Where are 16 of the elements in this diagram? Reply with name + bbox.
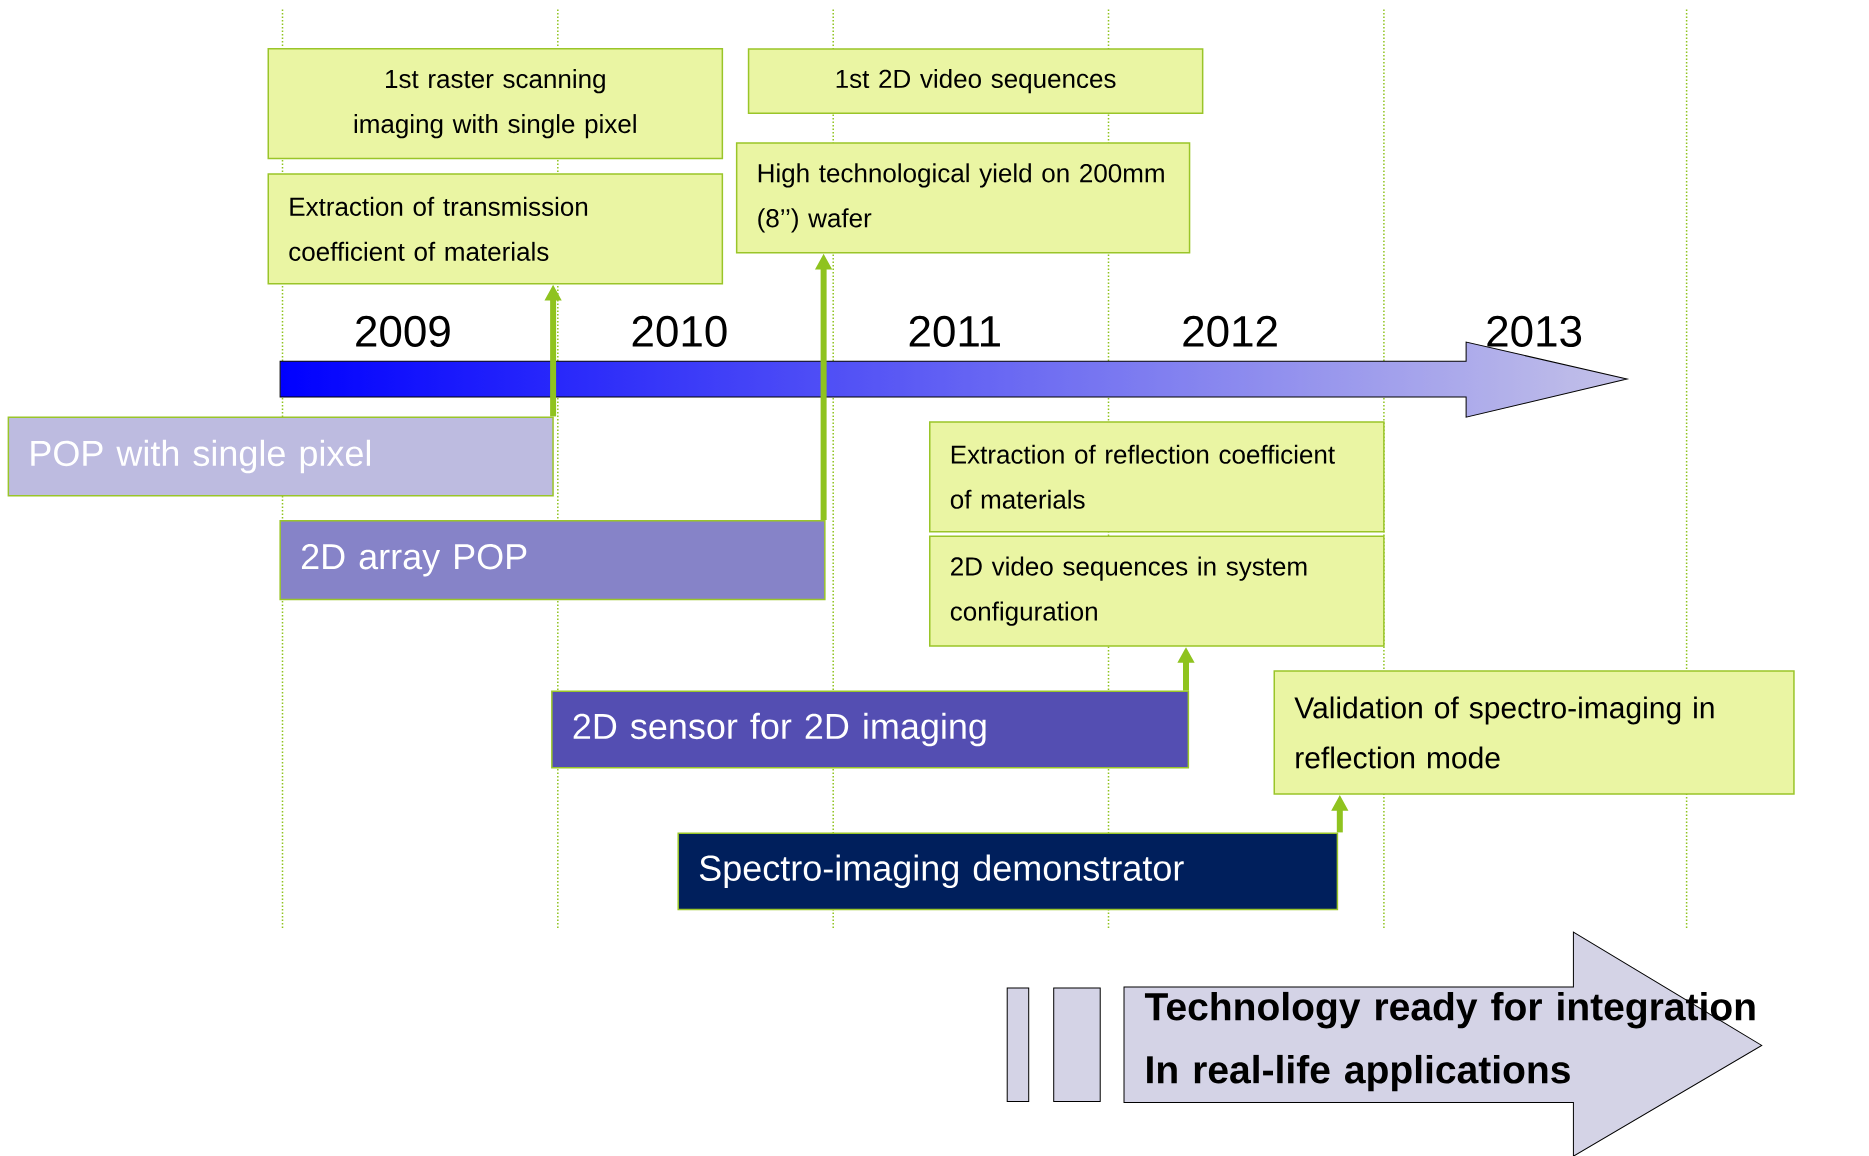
phase-bar: 2D sensor for 2D imaging xyxy=(551,690,1190,769)
phase-bar: 2D array POP xyxy=(279,520,826,601)
phase-bar: POP with single pixel xyxy=(7,416,554,497)
milestone-box: High technological yield on 200mm (8’’) wafer xyxy=(735,142,1191,254)
milestone-box: 1st 2D video sequences xyxy=(747,48,1204,115)
year-label: 2013 xyxy=(1487,315,1582,347)
year-label: 2011 xyxy=(909,315,1000,347)
phase-bar: Spectro-imaging demonstrator xyxy=(677,832,1339,911)
milestone-box: 2D video sequences in system configuration xyxy=(929,535,1385,647)
milestone-box: 1st raster scanning imaging with single pixel xyxy=(267,48,724,160)
milestone-box: Extraction of reflection coefficient of materials xyxy=(929,421,1385,533)
milestone-box: Validation of spectro-imaging in reflection mode xyxy=(1273,670,1795,795)
year-label: 2012 xyxy=(1183,315,1277,347)
year-label: 2009 xyxy=(356,315,450,347)
milestone-box: Extraction of transmission coefficient of materials xyxy=(267,173,724,285)
year-label: 2010 xyxy=(632,315,727,347)
